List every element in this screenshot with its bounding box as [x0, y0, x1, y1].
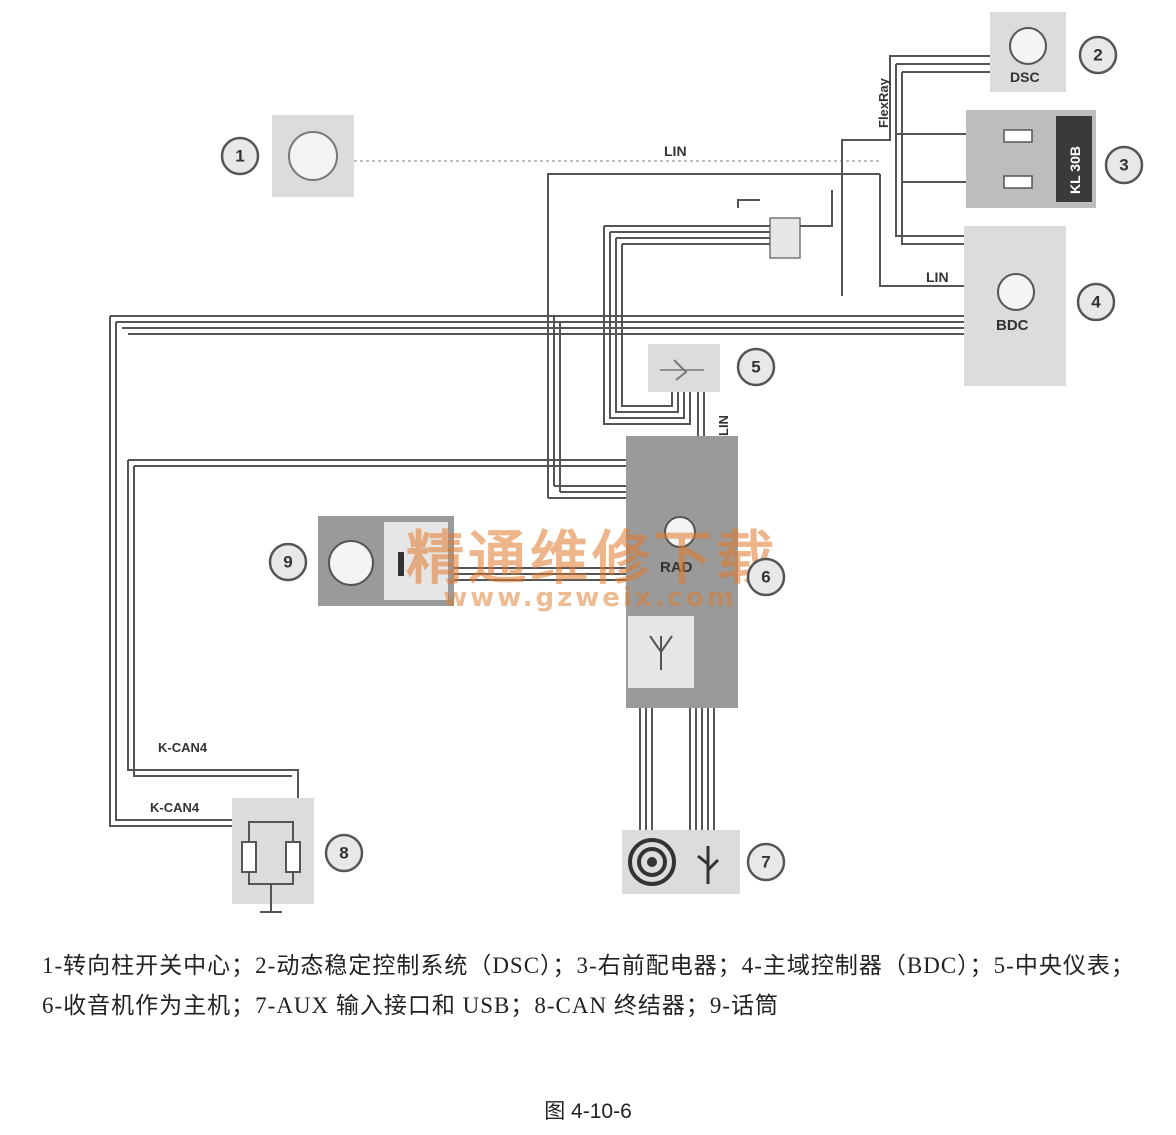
- bdc-label: BDC: [996, 317, 1029, 334]
- callout-3: 3: [1104, 145, 1144, 185]
- transistor-icon-rad: [664, 516, 696, 548]
- callout-4: 4: [1076, 282, 1116, 322]
- figure-caption: 1-转向柱开关中心；2-动态稳定控制系统（DSC）；3-右前配电器；4-主域控制…: [42, 953, 1135, 1018]
- svg-text:5: 5: [751, 358, 760, 377]
- flexray-label: FlexRay: [876, 77, 891, 128]
- callout-1: 1: [220, 136, 260, 176]
- transistor-icon-dsc: [1009, 27, 1047, 65]
- callout-9: 9: [268, 542, 308, 582]
- callout-7: 7: [746, 842, 786, 882]
- dsc-label: DSC: [1010, 69, 1040, 85]
- kl30b-label: KL 30B: [1067, 146, 1083, 194]
- transistor-icon-mic: [328, 540, 374, 586]
- svg-text:2: 2: [1093, 46, 1102, 65]
- callout-8: 8: [324, 833, 364, 873]
- watermark-text-cn: 精通维修下载: [406, 524, 778, 592]
- transistor-icon-1: [288, 131, 338, 181]
- svg-text:3: 3: [1119, 156, 1128, 175]
- usb-icon: [697, 846, 720, 884]
- wiring-harness: [109, 55, 990, 830]
- kcan4-lower-label: K-CAN4: [150, 800, 200, 815]
- lin-vertical-label: LIN: [716, 415, 731, 436]
- microphone-icon: [398, 552, 404, 576]
- callout-6: 6: [746, 557, 786, 597]
- svg-text:9: 9: [283, 553, 292, 572]
- kl30b-strip: [1056, 116, 1092, 202]
- callout-5: 5: [736, 347, 776, 387]
- svg-text:6: 6: [761, 568, 770, 587]
- instrument-cluster-box: [648, 344, 720, 392]
- microphone-inner-panel: [384, 522, 448, 600]
- antenna-icon: [649, 635, 673, 670]
- lin-bdc-label: LIN: [926, 269, 949, 285]
- svg-text:4: 4: [1091, 293, 1101, 312]
- watermark-text-url: www.gzweix.com: [443, 583, 737, 613]
- rad-label: RAD: [660, 559, 693, 576]
- wiring-diagram: FlexRay LIN LIN LIN DSC KL 30B BDC RAD K…: [109, 12, 1144, 913]
- figure-title: 图 4-10-6: [544, 1100, 632, 1123]
- svg-text:1: 1: [235, 147, 244, 166]
- transistor-icon-bdc: [997, 273, 1035, 311]
- lin-top-label: LIN: [664, 143, 687, 159]
- aux-jack-icon: [628, 838, 676, 886]
- svg-text:8: 8: [339, 844, 348, 863]
- callout-2: 2: [1078, 35, 1118, 75]
- kcan4-upper-label: K-CAN4: [158, 740, 208, 755]
- svg-text:7: 7: [761, 853, 770, 872]
